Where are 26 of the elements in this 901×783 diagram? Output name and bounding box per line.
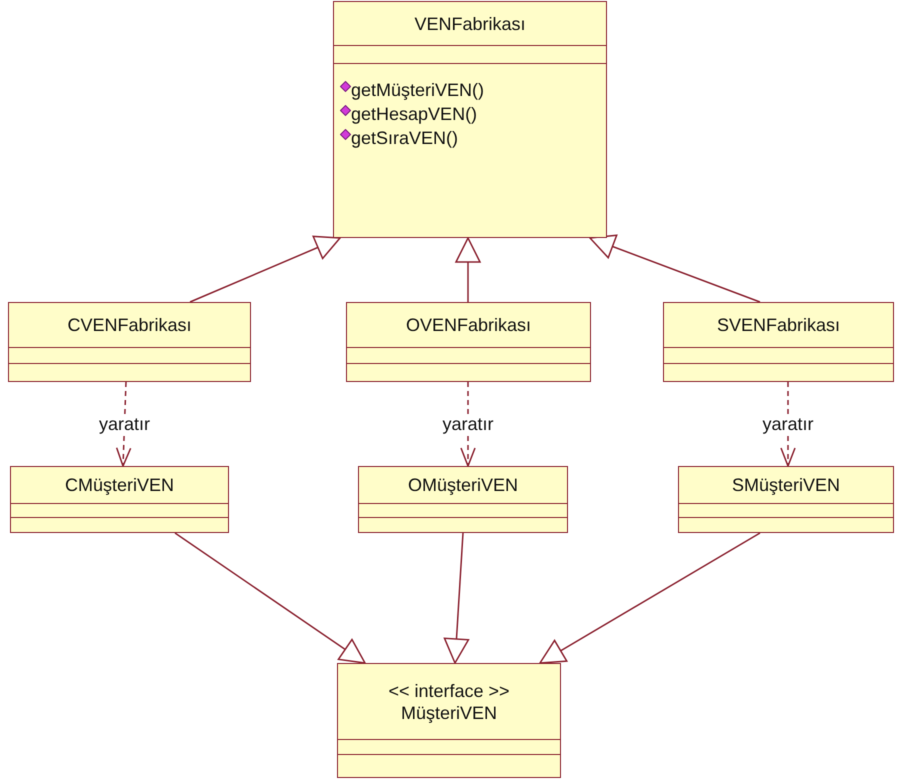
inheritance-arrow (174, 532, 366, 664)
class-box (10, 466, 229, 533)
class-name: SVENFabrikası (716, 314, 840, 336)
class-name: OMüşteriVEN (408, 474, 518, 496)
method-name: getMüşteriVEN() (351, 79, 484, 102)
class-box (346, 302, 591, 382)
method-name: getSıraVEN() (351, 127, 458, 150)
class-name: VENFabrikası (414, 12, 526, 34)
inheritance-arrow (444, 532, 470, 664)
method-name: getHesapVEN() (351, 103, 478, 126)
class-box (678, 466, 894, 533)
class-name: SMüşteriVEN (732, 474, 840, 496)
class-box (358, 466, 568, 533)
inheritance-arrow (539, 532, 760, 664)
class-name: CMüşteriVEN (64, 474, 174, 496)
class-box (333, 1, 607, 238)
stereotype-label: << interface >> (388, 680, 510, 702)
class-box (8, 302, 251, 382)
class-name: OVENFabrikası (406, 314, 532, 336)
class-box (663, 302, 894, 382)
class-name: MüşteriVEN (400, 702, 498, 724)
inheritance-arrow (190, 236, 341, 303)
class-box (337, 663, 561, 778)
inheritance-arrow (589, 234, 760, 303)
inheritance-arrow (455, 237, 481, 302)
class-name: CVENFabrikası (67, 314, 192, 336)
